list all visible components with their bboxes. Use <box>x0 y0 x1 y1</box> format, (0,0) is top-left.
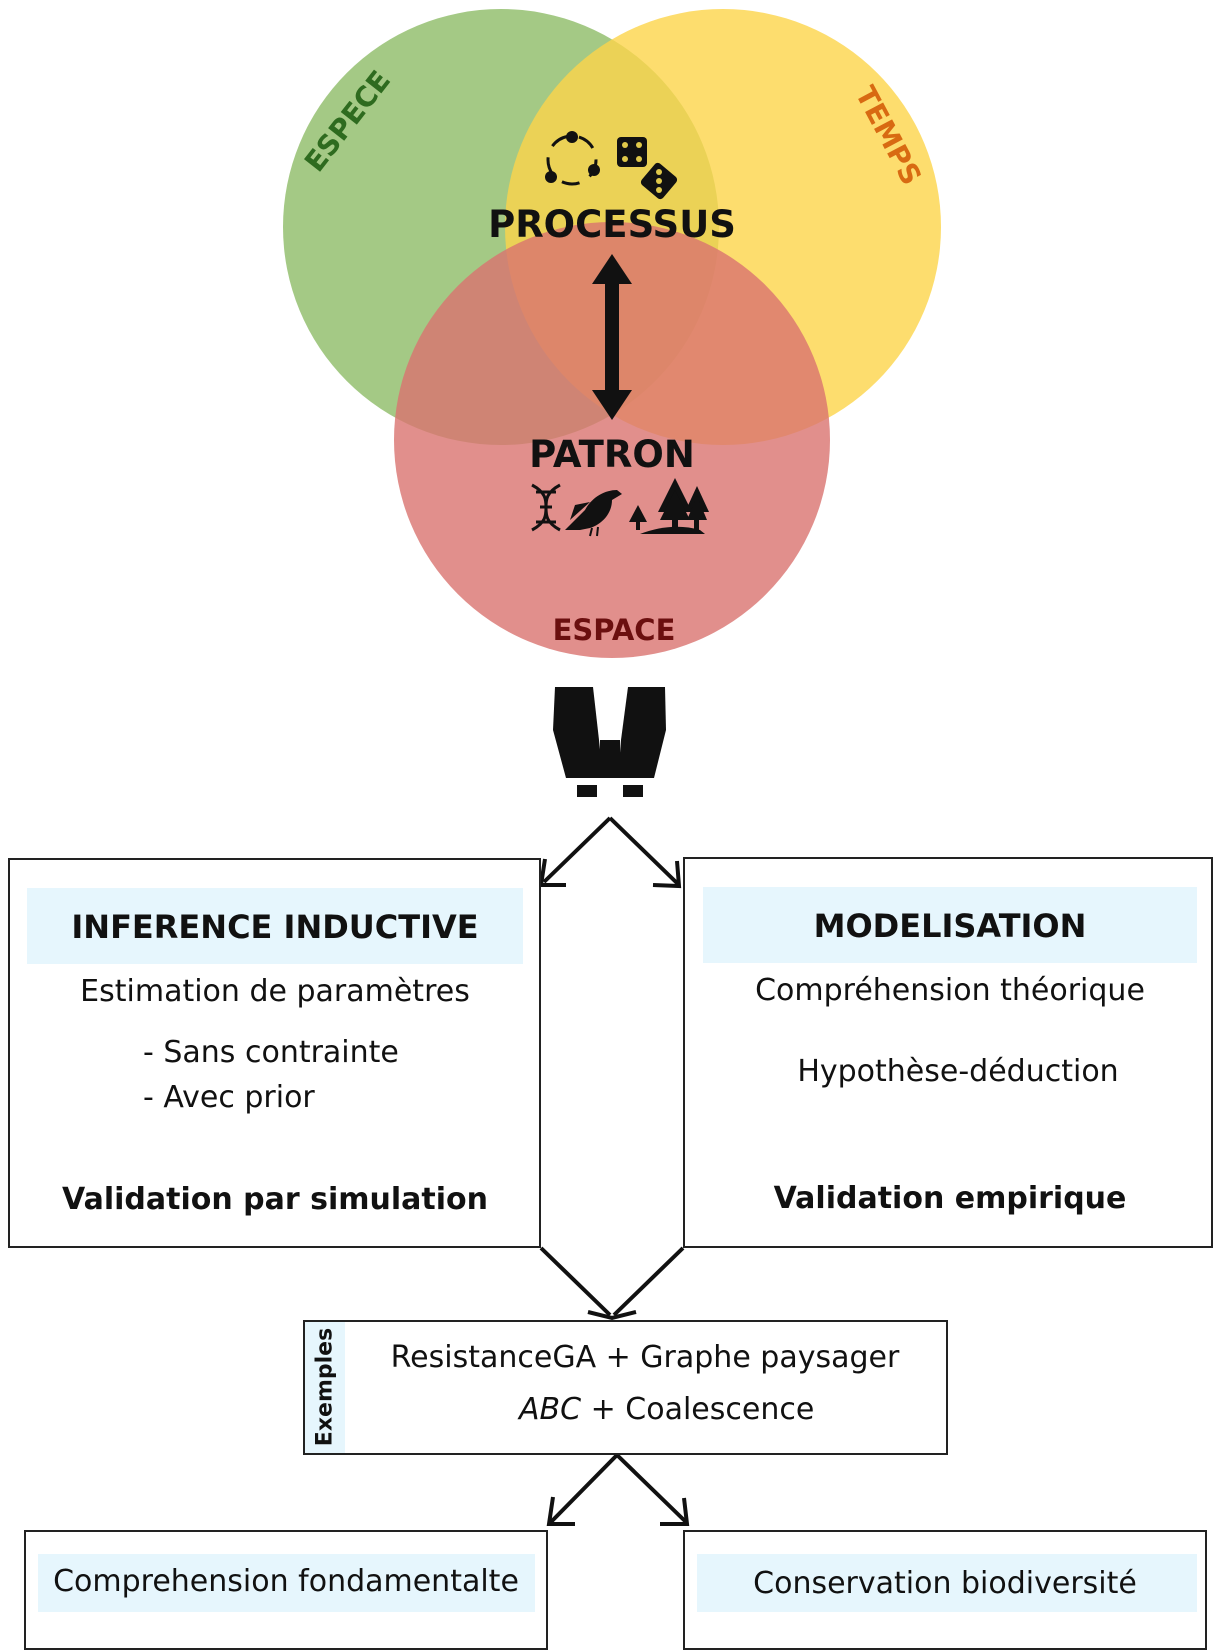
outcome-left-label: Comprehension fondamentalte <box>53 1564 519 1599</box>
examples-tag: Exemples <box>312 1327 338 1447</box>
inference-item-2: - Avec prior <box>143 1080 315 1115</box>
examples-line-2-method: ABC <box>519 1392 582 1427</box>
merge-arrows <box>539 1246 685 1321</box>
trees-icon <box>629 478 709 534</box>
outcome-left-band <box>38 1554 535 1612</box>
examples-line-1: ResistanceGA + Graphe paysager <box>390 1340 900 1375</box>
examples-line-2-rest: + Coalescence <box>581 1392 815 1427</box>
modeling-validation: Validation empirique <box>773 1181 1127 1216</box>
modeling-line-2: Hypothèse-déduction <box>797 1054 1119 1089</box>
dna-icon <box>531 483 561 532</box>
inference-item-1: - Sans contrainte <box>143 1035 399 1070</box>
inference-title: INFERENCE INDUCTIVE <box>71 908 479 946</box>
circle-space <box>394 222 830 658</box>
outcome-right-label: Conservation biodiversité <box>753 1566 1137 1601</box>
pattern-label: PATRON <box>529 433 695 476</box>
outcome-right-band <box>697 1554 1197 1612</box>
double-arrow <box>592 254 632 420</box>
examples-box: Exemples ResistanceGA + Graphe paysager … <box>303 1320 948 1455</box>
label-space: ESPACE <box>553 613 676 647</box>
dice-icon <box>617 137 678 200</box>
outcome-right-box: Conservation biodiversité <box>683 1530 1207 1650</box>
bird-icon <box>565 490 622 537</box>
outcome-arrows <box>546 1453 690 1526</box>
inference-validation: Validation par simulation <box>62 1182 488 1217</box>
inference-line: Estimation de paramètres <box>80 974 470 1009</box>
split-arrows <box>538 816 682 889</box>
process-label: PROCESSUS <box>488 203 736 246</box>
binoculars-icon <box>553 687 666 797</box>
modeling-box: MODELISATION Compréhension théorique Hyp… <box>683 857 1213 1248</box>
inference-box: INFERENCE INDUCTIVE Estimation de paramè… <box>8 858 541 1248</box>
modeling-title-band <box>703 887 1197 963</box>
cycle-icon <box>545 131 600 186</box>
modeling-line-1: Compréhension théorique <box>755 973 1145 1008</box>
examples-tag-band <box>305 1322 345 1453</box>
modeling-title: MODELISATION <box>813 907 1087 945</box>
examples-line-2: ABC + Coalescence <box>519 1392 814 1427</box>
inference-title-band <box>27 888 523 964</box>
outcome-left-box: Comprehension fondamentalte <box>24 1530 548 1650</box>
